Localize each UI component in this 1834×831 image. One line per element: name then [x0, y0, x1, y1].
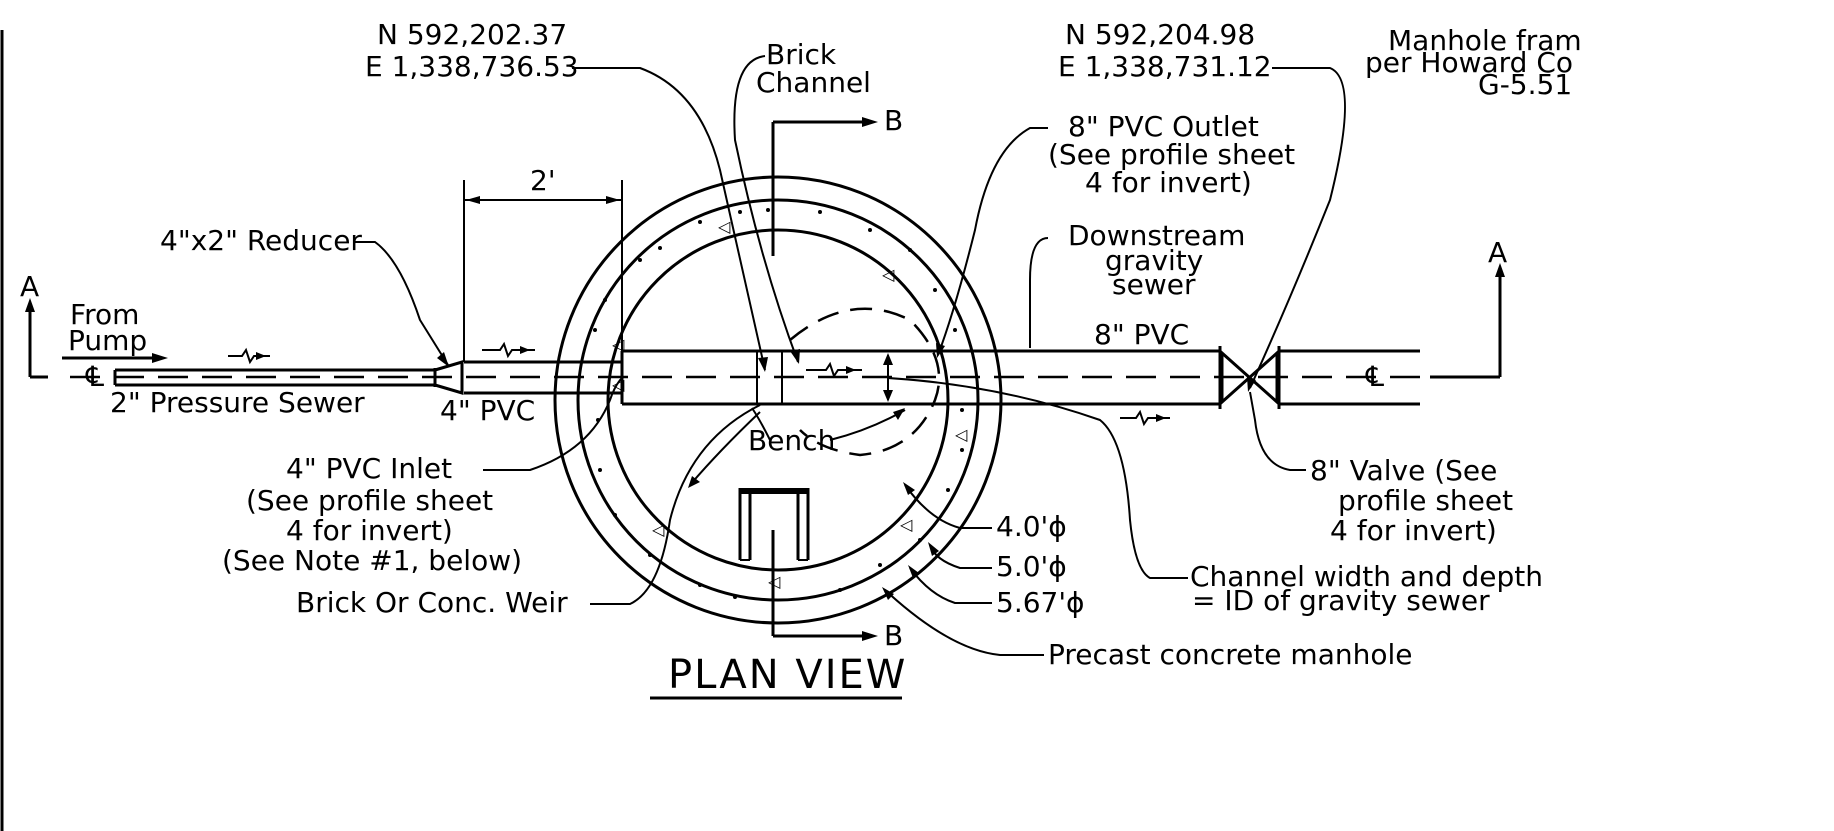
- svg-text:◁: ◁: [954, 425, 968, 444]
- bench-flow-curve: [829, 409, 906, 441]
- weir-label: Brick Or Conc. Weir: [296, 586, 568, 619]
- section-b-top-label: B: [884, 104, 903, 137]
- leader-lines: [353, 55, 1346, 656]
- weir-symbol: [738, 488, 810, 561]
- dimension-2ft-label: 2': [530, 164, 556, 197]
- inner-wall-circle: [606, 228, 950, 572]
- plan-view-title: PLAN VIEW: [668, 652, 907, 698]
- outlet-north-coord: N 592,204.98: [1065, 18, 1255, 51]
- dimension-2ft: [463, 180, 623, 362]
- inlet-north-coord: N 592,202.37: [377, 18, 567, 51]
- section-b-bottom: [771, 530, 878, 641]
- inlet-label-3: 4 for invert): [286, 514, 453, 547]
- outlet-label-1: 8" PVC Outlet: [1068, 110, 1259, 143]
- channel-and-outlet-pipe: [620, 346, 1420, 409]
- valve-label-2: profile sheet: [1338, 484, 1513, 517]
- middle-wall-circle: [576, 198, 980, 602]
- bench-arrowhead: [893, 408, 905, 420]
- diameter-5-label: 5.0'ϕ: [996, 550, 1067, 583]
- outlet-label-3: 4 for invert): [1085, 166, 1252, 199]
- precast-label: Precast concrete manhole: [1048, 638, 1413, 671]
- svg-text:◁: ◁: [651, 520, 665, 539]
- inlet-east-coord: E 1,338,736.53: [365, 50, 579, 83]
- brick-channel-label-1: Brick: [766, 38, 837, 71]
- inlet-label-1: 4" PVC Inlet: [286, 452, 452, 485]
- valve-label-3: 4 for invert): [1330, 514, 1497, 547]
- downstream-label-2: gravity: [1105, 244, 1203, 277]
- manhole-walls: ◁ ◁ ◁ ◁ ◁ ◁ ◁ ◁: [553, 175, 1003, 625]
- inlet-label-4: (See Note #1, below): [222, 544, 522, 577]
- svg-text:◁: ◁: [899, 515, 913, 534]
- channel-note-2: = ID of gravity sewer: [1192, 584, 1490, 617]
- channel-note-1: Channel width and depth: [1190, 560, 1543, 593]
- diameter-4-label: 4.0'ϕ: [996, 510, 1067, 543]
- flow-arrows: [228, 341, 1170, 427]
- inlet-label-2: (See profile sheet: [246, 484, 493, 517]
- bench-flow-curve-left: [689, 411, 761, 486]
- brick-channel-label-2: Channel: [756, 66, 871, 99]
- section-a-left-label: A: [20, 270, 39, 303]
- reducer-label: 4"x2" Reducer: [160, 224, 362, 257]
- bench-label: Bench: [748, 424, 835, 457]
- outlet-east-coord: E 1,338,731.12: [1058, 50, 1272, 83]
- from-pump-label-1: From: [70, 298, 139, 331]
- inlet-pvc-pipe: [464, 360, 622, 395]
- section-b-top: [771, 117, 878, 256]
- centerline-right: ℄: [1365, 360, 1384, 393]
- manhole-frame-note-3: G-5.51: [1478, 68, 1572, 101]
- downstream-label-1: Downstream: [1068, 219, 1245, 252]
- section-b-bottom-label: B: [884, 619, 903, 652]
- section-a-left: [25, 298, 48, 379]
- pressure-sewer-label: 2" Pressure Sewer: [110, 386, 365, 419]
- from-pump-label-2: Pump: [68, 324, 147, 357]
- manhole-frame-note-2: per Howard Co: [1365, 46, 1573, 79]
- section-a-right: [1430, 263, 1505, 379]
- pvc-8-label: 8" PVC: [1094, 318, 1189, 351]
- bench-dashed-outline: [789, 307, 941, 457]
- outer-wall-circle: [553, 175, 1003, 625]
- pvc-4-label: 4" PVC: [440, 394, 535, 427]
- pressure-sewer-pipe: [113, 359, 464, 396]
- downstream-label-3: sewer: [1112, 268, 1196, 301]
- svg-text:◁: ◁: [717, 217, 731, 236]
- section-a-right-label: A: [1488, 236, 1507, 269]
- manhole-frame-note-1: Manhole fram: [1388, 24, 1582, 57]
- svg-text:◁: ◁: [881, 265, 895, 284]
- outlet-label-2: (See profile sheet: [1048, 138, 1295, 171]
- diameter-567-label: 5.67'ϕ: [996, 586, 1085, 619]
- valve-symbol: [1220, 349, 1279, 406]
- valve-label-1: 8" Valve (See: [1310, 454, 1497, 487]
- from-pump-arrowhead: [152, 353, 168, 363]
- centerline-left: ℄: [85, 360, 104, 393]
